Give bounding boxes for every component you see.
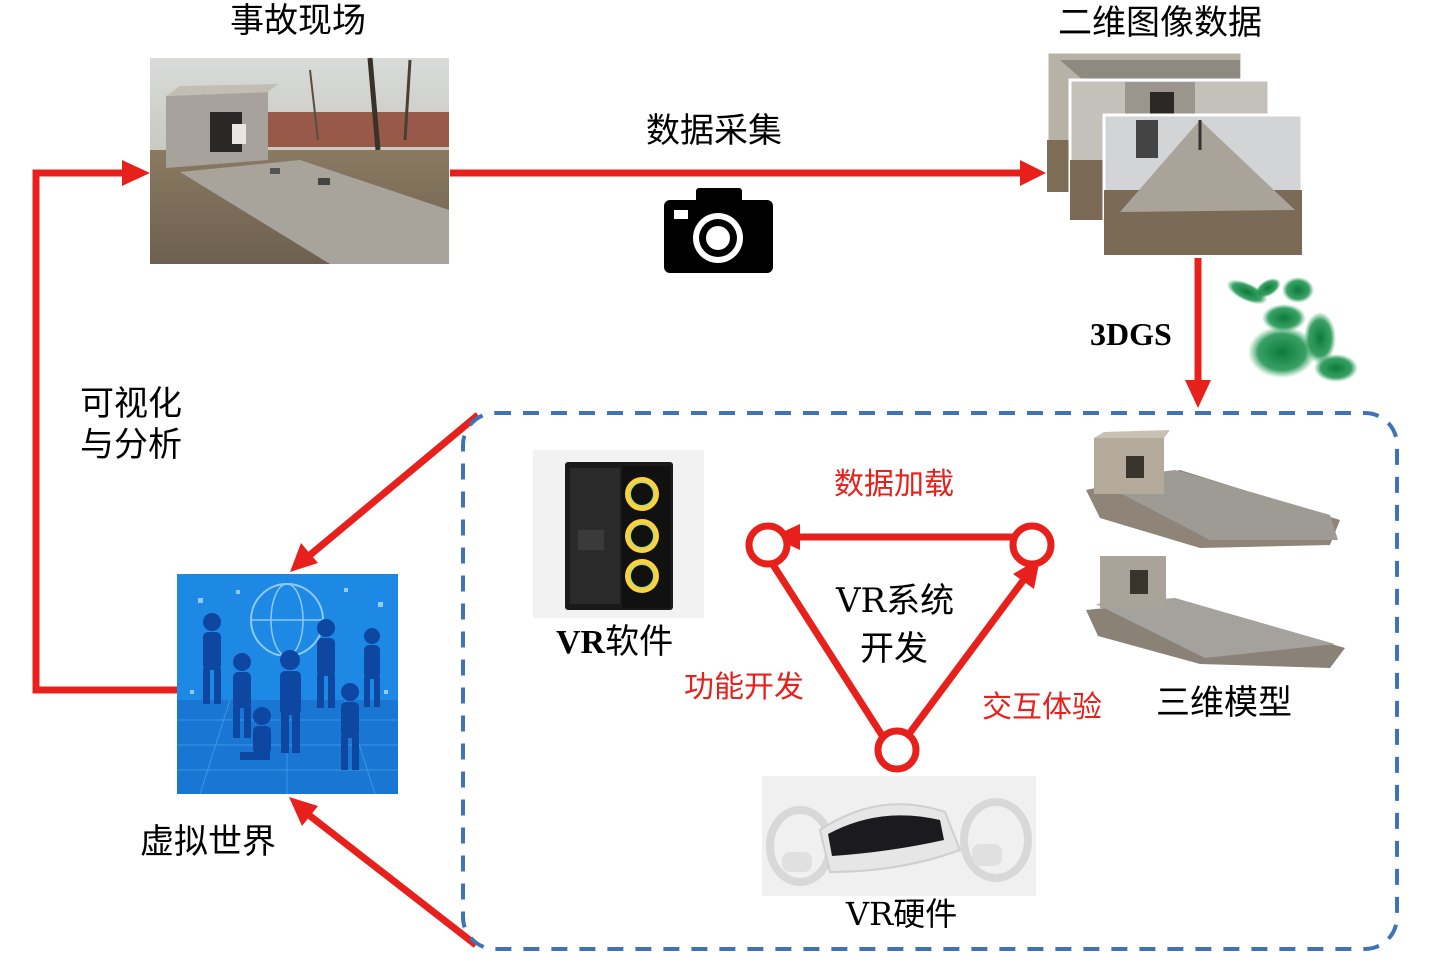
arrow-collection-head (1020, 160, 1046, 186)
data-loading-label: 数据加载 (834, 467, 954, 502)
arrow-feedback-head (122, 160, 150, 186)
vr-system-label-line1: VR系统 (836, 581, 955, 621)
virtual-world-image (177, 574, 398, 795)
visualization-label-line2: 与分析 (80, 425, 182, 465)
vr-cycle-triangle (745, 522, 1055, 773)
pc-tower-image (533, 450, 704, 618)
virtual-world-label: 虚拟世界 (140, 822, 276, 862)
arrow-to-world-lower-head (289, 797, 318, 826)
function-dev-label: 功能开发 (684, 670, 804, 705)
arrow-to-world-upper (307, 412, 481, 558)
accident-scene-photo (150, 57, 449, 264)
image-data-label: 二维图像数据 (1058, 3, 1262, 43)
model-3d-label: 三维模型 (1156, 683, 1292, 723)
vr-software-label: VR软件 (556, 625, 673, 660)
interaction-label: 交互体验 (982, 690, 1102, 725)
vr-system-box (461, 411, 1399, 951)
arrow-3dgs-head (1185, 380, 1211, 408)
vr-hardware-label: VR硬件 (846, 895, 958, 933)
data-collection-label: 数据采集 (646, 111, 782, 151)
image-data-stack (1045, 50, 1304, 257)
camera-icon (664, 188, 773, 273)
method-3dgs-label: 3DGS (1090, 316, 1172, 352)
arrow-feedback-loop (32, 169, 180, 694)
visualization-label-line1: 可视化 (80, 384, 182, 424)
accident-scene-label: 事故现场 (230, 1, 366, 41)
model-3d-images (1086, 430, 1345, 668)
gaussian-splat-icon (1226, 277, 1358, 382)
vr-headset-image (762, 776, 1036, 896)
arrow-to-world-upper-head (290, 543, 318, 572)
vr-system-label-line2: 开发 (860, 629, 928, 669)
vr-software-suffix: 软件 (605, 622, 674, 662)
vr-software-prefix: VR (556, 624, 606, 661)
arrow-to-world-lower (302, 809, 479, 948)
